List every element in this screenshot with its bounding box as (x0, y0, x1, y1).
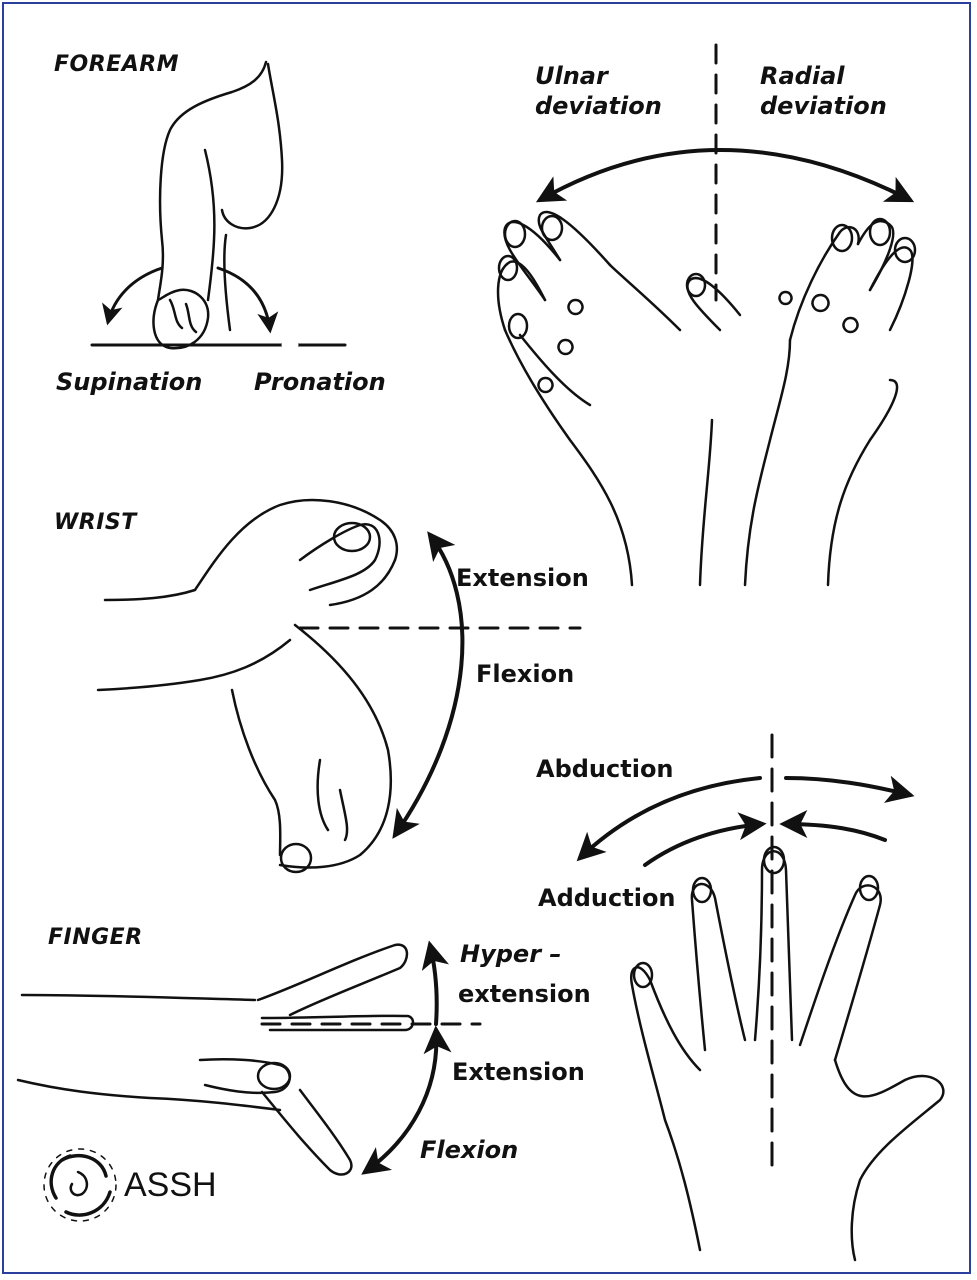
label-radial-line2: deviation (760, 92, 887, 120)
radial-knuckle-marks (778, 290, 859, 334)
label-hyper-line1: Hyper – (460, 940, 562, 968)
wrist-extended-fingers (328, 558, 397, 607)
ulnar-hand-finger-5 (518, 333, 592, 407)
label-wrist-extension: Extension (456, 564, 589, 592)
abduction-finger-middle (753, 850, 794, 1042)
forearm-elbow-outline (203, 148, 216, 302)
finger-thumb-nail (256, 1061, 292, 1091)
forearm-fist (152, 288, 210, 350)
abduction-nail-3 (762, 845, 786, 875)
label-pronation: Pronation (254, 368, 386, 396)
radial-hand-finger-3 (868, 246, 914, 332)
abduction-finger-ring (798, 884, 882, 1062)
forearm-fist-knuckles (168, 298, 198, 334)
ulnar-nail-2 (540, 214, 564, 242)
radial-hand-outline (743, 338, 899, 587)
wrist-flexion-illustration (96, 498, 582, 874)
ulnar-hand-outline (503, 328, 714, 587)
wrist-flexed-nail (279, 842, 313, 874)
radial-nail-4 (685, 272, 707, 298)
abduction-finger-index (690, 882, 747, 1052)
ulnar-hand-finger-4 (608, 263, 682, 332)
finger-flexion-illustration (16, 940, 482, 1176)
section-title-forearm: FOREARM (54, 52, 180, 77)
abduction-illustration (576, 733, 945, 1262)
wrist-flexed-palm (230, 688, 282, 857)
wrist-flexed-fingers (316, 758, 349, 842)
label-abduction: Abduction (536, 755, 674, 783)
ulnar-nail-4 (507, 312, 529, 340)
ulnar-hand-finger-1 (496, 260, 547, 332)
abduction-thumb (833, 1058, 945, 1262)
radial-hand-thumb (686, 277, 742, 332)
forearm-shoulder-outline (156, 60, 268, 302)
radial-nail-1 (830, 223, 854, 253)
label-wrist-flexion: Flexion (476, 660, 575, 688)
radial-nail-3 (893, 236, 917, 264)
adduction-arrow-left (643, 812, 767, 867)
finger-hyperextended (256, 943, 409, 1017)
label-ulnar-line2: deviation (535, 92, 662, 120)
forearm-inner-outline (223, 233, 232, 332)
finger-flexed (260, 1088, 353, 1176)
forearm-rotation-illustration (90, 60, 347, 350)
wrist-thumb-nail (332, 521, 372, 553)
pronation-arrow (216, 266, 279, 334)
label-supination: Supination (56, 368, 203, 396)
wrist-extended-thumb (298, 523, 381, 592)
forearm-torso-outline (220, 62, 284, 230)
wrist-flexed-hand (278, 623, 393, 869)
deviation-arrow (535, 148, 915, 203)
finger-hand-top (20, 993, 257, 1002)
label-finger-flexion: Flexion (420, 1136, 519, 1164)
finger-hand-bottom (16, 1078, 282, 1112)
label-finger-extension: Extension (452, 1058, 585, 1086)
finger-flexion-arrow (361, 1025, 452, 1175)
abduction-arrow-right (784, 775, 915, 803)
radial-nail-2 (868, 217, 892, 247)
wrist-forearm-top (103, 498, 399, 602)
abduction-hand-outline (629, 966, 702, 1252)
radial-hand-finger-1 (788, 225, 860, 342)
supination-arrow (102, 266, 164, 326)
ulnar-nail-3 (497, 254, 519, 282)
wrist-forearm-bottom (96, 638, 292, 692)
deviation-illustration (496, 43, 917, 587)
triple-swirl-icon (43, 1148, 117, 1222)
abduction-arrow-left (576, 776, 762, 862)
section-title-wrist: WRIST (54, 510, 137, 535)
label-radial-line1: Radial (760, 62, 845, 90)
section-title-finger: FINGER (48, 925, 143, 950)
abduction-nail-2 (691, 876, 713, 904)
ulnar-nail-1 (503, 219, 527, 249)
wrist-motion-arrow (392, 531, 465, 839)
ulnar-knuckle-marks (537, 298, 584, 394)
abduction-nail-1 (632, 961, 654, 989)
label-adduction: Adduction (538, 884, 676, 912)
label-hyper-line2: extension (458, 980, 591, 1008)
finger-hyperextension-arrow (421, 940, 450, 1026)
abduction-nail-4 (858, 874, 880, 902)
adduction-arrow-right (779, 810, 887, 842)
logo-text: ASSH (124, 1166, 217, 1204)
label-ulnar-line1: Ulnar (535, 62, 608, 90)
